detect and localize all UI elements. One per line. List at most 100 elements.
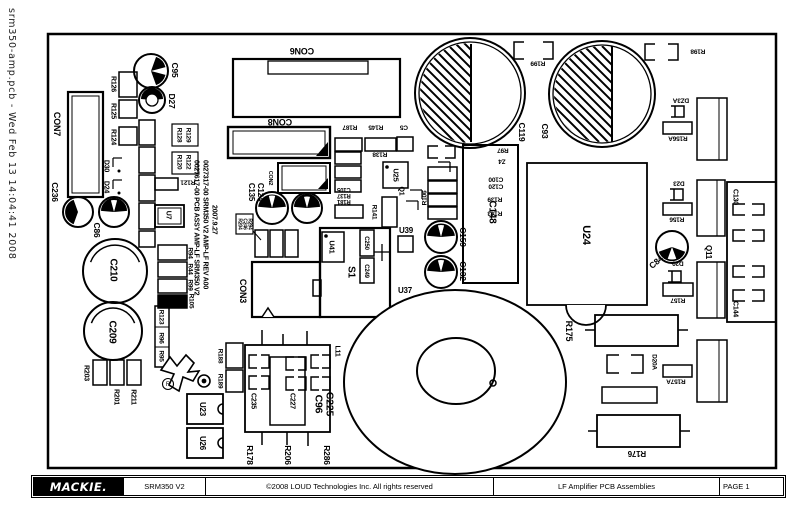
filter-block bbox=[244, 344, 331, 433]
pcb-hat bbox=[554, 46, 612, 142]
pcb-brk bbox=[732, 265, 745, 278]
diode-d23 bbox=[670, 188, 684, 201]
label-R94: R94 bbox=[187, 247, 194, 259]
label-U37: U37 bbox=[398, 286, 413, 295]
label-2007.9.27: 2007.9.27 bbox=[211, 205, 218, 235]
pcb-rect bbox=[232, 130, 326, 155]
res-r187 bbox=[334, 137, 363, 152]
label-R123: R123 bbox=[158, 310, 165, 325]
pcb-brk bbox=[752, 265, 765, 278]
pcb-path bbox=[318, 178, 328, 189]
label-C159: C159 bbox=[458, 227, 468, 247]
pcb-arc bbox=[217, 437, 224, 449]
ic-u23 bbox=[186, 393, 224, 425]
label-R139: R139 bbox=[487, 196, 502, 203]
res-r120-r122 bbox=[171, 151, 199, 175]
label-C124: C124 bbox=[256, 183, 265, 202]
res-r211 bbox=[126, 359, 142, 386]
label-C119: C119 bbox=[517, 122, 527, 142]
label-R157: R157 bbox=[670, 297, 685, 304]
diode-dz3a bbox=[671, 105, 685, 118]
transistor-2 bbox=[696, 179, 726, 237]
registered-mark bbox=[161, 377, 175, 391]
res-r198-pads bbox=[644, 43, 655, 61]
pcb-brk bbox=[543, 41, 554, 60]
pcb-rect bbox=[312, 279, 322, 297]
res-r105 bbox=[157, 294, 188, 309]
label-U26: U26 bbox=[198, 436, 207, 451]
pcb-rect bbox=[269, 229, 284, 258]
res-r138 bbox=[334, 151, 362, 165]
label-R204: R204 bbox=[236, 218, 242, 230]
label-CON3: CON3 bbox=[238, 279, 248, 303]
page-number-cell: PAGE 1 bbox=[719, 478, 783, 495]
res-r175-body bbox=[594, 314, 679, 347]
pcb-brk bbox=[732, 229, 745, 242]
ic-u25 bbox=[382, 161, 409, 189]
label-Z4: Z4 bbox=[498, 158, 506, 165]
diode-d20a-pads bbox=[606, 354, 619, 374]
label-C209: C209 bbox=[107, 320, 118, 344]
pcb-path bbox=[565, 304, 607, 326]
cap-c159 bbox=[424, 220, 458, 254]
pcb-rect bbox=[138, 230, 156, 248]
ic-u39-body bbox=[397, 235, 414, 253]
res-r128-r129 bbox=[171, 123, 199, 147]
res-r126 bbox=[118, 71, 138, 98]
pcb-path bbox=[316, 142, 328, 156]
pcb-arc bbox=[90, 307, 136, 324]
label-R141: R141 bbox=[371, 205, 378, 220]
label-C93: C93 bbox=[540, 124, 550, 139]
ic-u26 bbox=[186, 427, 224, 459]
label-CON6: CON6 bbox=[290, 46, 314, 56]
cap-c86b bbox=[98, 196, 130, 228]
diode-d20 bbox=[668, 270, 682, 283]
res-r145 bbox=[364, 137, 397, 152]
pcb-circ bbox=[117, 191, 121, 195]
pcb-wdg bbox=[268, 195, 276, 208]
label-R: R bbox=[166, 382, 171, 388]
label-C236: C236 bbox=[50, 182, 60, 202]
label-CON8: CON8 bbox=[268, 117, 292, 127]
label-Q11: Q11 bbox=[704, 245, 713, 260]
label-CON2: CON2 bbox=[267, 171, 273, 186]
transistor-3 bbox=[696, 261, 726, 319]
label-R188: R188 bbox=[217, 349, 224, 364]
pcb-rect bbox=[138, 174, 156, 202]
pcb-rect bbox=[281, 165, 327, 191]
pcb-brk bbox=[285, 376, 294, 391]
label-C120: C120 bbox=[488, 183, 503, 190]
label-R121: R121 bbox=[180, 179, 195, 186]
pcb-rect bbox=[254, 229, 269, 258]
pcb-wdg bbox=[667, 247, 677, 260]
pcb-brk bbox=[322, 354, 331, 369]
pcb-wdg bbox=[304, 196, 310, 208]
label-C100: C100 bbox=[488, 176, 503, 183]
ic-u41 bbox=[321, 231, 345, 263]
pcb-brk bbox=[732, 203, 745, 216]
label-D20: D20 bbox=[672, 260, 684, 267]
label-D30: D30 bbox=[103, 160, 110, 173]
switch-s1 bbox=[318, 226, 392, 319]
pcb-brk bbox=[631, 354, 644, 374]
pcb-rect bbox=[427, 193, 458, 207]
pcb-line bbox=[252, 230, 262, 241]
cap-c135 bbox=[255, 191, 289, 225]
label-R44: R44 bbox=[187, 263, 194, 275]
runner-eye bbox=[197, 374, 211, 388]
pcb-brk bbox=[261, 375, 270, 390]
label-Q1: Q1 bbox=[398, 187, 405, 196]
label-R126: R126 bbox=[110, 76, 117, 92]
con7-body bbox=[66, 90, 105, 199]
res-r157 bbox=[662, 282, 694, 297]
edge-clip-block bbox=[726, 181, 777, 323]
pcb-wdg bbox=[110, 199, 118, 212]
pcb-brk bbox=[427, 145, 438, 159]
res-r141 bbox=[381, 196, 398, 228]
pcb-wdg bbox=[65, 199, 78, 225]
cap-c124 bbox=[291, 192, 323, 224]
label-R143: R143 bbox=[487, 210, 502, 217]
label-C144: C144 bbox=[732, 301, 739, 317]
pcb-rect bbox=[267, 60, 369, 75]
pcb-rect bbox=[334, 179, 362, 193]
